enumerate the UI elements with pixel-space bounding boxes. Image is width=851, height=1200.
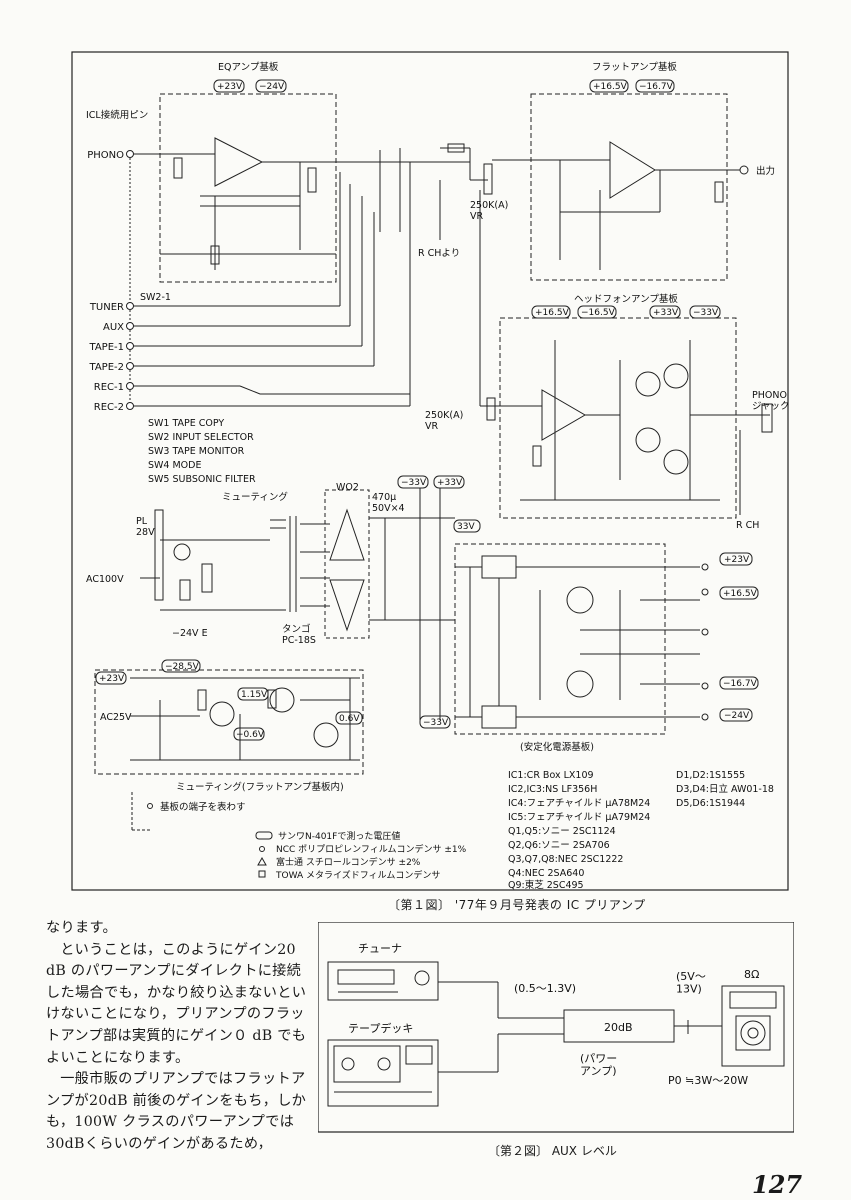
aux-level-diagram: チューナ テープデッキ (0.5～1.3V) 20dB (パワーアンプ) (5V… bbox=[318, 922, 794, 1133]
input-rec2: REC-2 bbox=[94, 402, 124, 413]
ic-list-4: Q1,Q5:ソニー 2SC1124 bbox=[508, 826, 616, 837]
out-p23: +23V bbox=[724, 555, 750, 565]
hp-board-label: ヘッドフォンアンプ基板 bbox=[574, 293, 678, 305]
paragraph-3: 一般市販のプリアンプではフラットアンプが20dB 前後のゲインをもち，しかも，1… bbox=[46, 1071, 307, 1152]
ic-list-5: Q2,Q6:ソニー 2SA706 bbox=[508, 840, 610, 851]
legend-ncc: NCC ポリプロピレンフィルムコンデンサ ±1% bbox=[276, 843, 467, 855]
tuner-label: チューナ bbox=[358, 942, 402, 955]
schematic-figure: EQアンプ基板 フラットアンプ基板 ヘッドフォンアンプ基板 ICL接続用ピン S… bbox=[71, 51, 790, 891]
diode-list-0: D1,D2:1S1555 bbox=[676, 770, 745, 781]
sw-legend-2: SW2 INPUT SELECTOR bbox=[148, 432, 254, 443]
ic-list-0: IC1:CR Box LX109 bbox=[508, 770, 594, 781]
v-p165-hp: +16.5V bbox=[535, 308, 570, 318]
input-tape1: TAPE-1 bbox=[89, 342, 125, 353]
reg-board-label: (安定化電源基板) bbox=[520, 741, 594, 753]
paragraph-1: なります。 bbox=[46, 920, 118, 936]
sw-legend-4: SW4 MODE bbox=[148, 460, 201, 471]
v-p23-mute: +23V bbox=[99, 674, 125, 684]
rch-label: R CH bbox=[736, 520, 759, 531]
tape-deck-box bbox=[327, 1039, 439, 1107]
power-label: P0 ≒3W～20W bbox=[668, 1074, 748, 1087]
legend-voltage: サンワN-401Fで測った電圧値 bbox=[278, 830, 400, 842]
legend-towa: TOWA メタライズドフィルムコンデンサ bbox=[275, 869, 440, 881]
out-m24: −24V bbox=[724, 711, 750, 721]
body-text: なります。 ということは，このようにゲイン20 dB のパワーアンプにダイレクト… bbox=[46, 918, 308, 1156]
terminal-note: 基板の端子を表わす bbox=[160, 801, 246, 813]
ic-list-2: IC4:フェアチャイルド μA78M24 bbox=[508, 798, 650, 809]
ic-list-8: Q9:東芝 2SC495 bbox=[508, 879, 584, 891]
figure1-caption: 〔第１図〕 '77年９月号発表の IC プリアンプ bbox=[388, 898, 646, 912]
out-p165: +16.5V bbox=[723, 589, 758, 599]
ac25-label: AC25V bbox=[100, 712, 132, 723]
v-m33-hp: −33V bbox=[693, 308, 719, 318]
diode-list-1: D3,D4:日立 AW01-18 bbox=[676, 783, 774, 795]
v-06-mute: 0.6V bbox=[339, 714, 360, 724]
flat-board-label: フラットアンプ基板 bbox=[592, 61, 677, 73]
v-p33-hp: +33V bbox=[653, 308, 679, 318]
page-number: 127 bbox=[752, 1170, 803, 1199]
ic-list-6: Q3,Q7,Q8:NEC 2SC1222 bbox=[508, 854, 623, 865]
input-level-label: (0.5～1.3V) bbox=[514, 982, 576, 995]
power-amp-label: (パワーアンプ) bbox=[580, 1052, 617, 1078]
v-m165-hp: −16.5V bbox=[581, 308, 616, 318]
sw-legend-5: SW5 SUBSONIC FILTER bbox=[148, 474, 256, 485]
figure2-caption: 〔第２図〕 AUX レベル bbox=[488, 1144, 617, 1158]
icl-pin-label: ICL接続用ピン bbox=[86, 109, 148, 121]
rch-from-label: R CHより bbox=[418, 248, 460, 259]
input-phono: PHONO bbox=[87, 150, 124, 161]
sw21-label: SW2-1 bbox=[140, 292, 171, 303]
m24e-label: −24V E bbox=[172, 628, 208, 639]
v-m33-low: −33V bbox=[423, 718, 449, 728]
vr-hp-label: 250K(A)VR bbox=[425, 410, 463, 432]
paragraph-2: ということは，このようにゲイン20 dB のパワーアンプにダイレクトに接続した場… bbox=[46, 941, 307, 1066]
sw-legend-3: SW3 TAPE MONITOR bbox=[148, 446, 245, 457]
tape-deck-label: テープデッキ bbox=[348, 1021, 413, 1035]
v-m33-ps: −33V bbox=[401, 478, 427, 488]
v-p23-eq: +23V bbox=[217, 82, 243, 92]
eq-board-label: EQアンプ基板 bbox=[218, 61, 279, 73]
gain-label: 20dB bbox=[604, 1021, 633, 1034]
sw-legend-1: SW1 TAPE COPY bbox=[148, 418, 224, 429]
output-level-label: (5V～13V) bbox=[676, 970, 706, 996]
diode-list-2: D5,D6:1S1944 bbox=[676, 798, 745, 809]
tuner-box bbox=[327, 961, 439, 1001]
input-aux: AUX bbox=[103, 322, 124, 333]
impedance-label: 8Ω bbox=[744, 968, 759, 981]
input-tape2: TAPE-2 bbox=[89, 362, 125, 373]
v-p165-flat: +16.5V bbox=[593, 82, 628, 92]
speaker-box bbox=[721, 985, 785, 1067]
legend-fujitsu: 富士通 スチロールコンデンサ ±2% bbox=[276, 856, 421, 868]
wo2-label: WO2 bbox=[336, 482, 359, 493]
muting-label: ミューティング bbox=[222, 491, 288, 503]
v-115-mute: 1.15V bbox=[241, 690, 268, 700]
input-rec1: REC-1 bbox=[94, 382, 124, 393]
output-label: 出力 bbox=[756, 165, 775, 177]
ac100-label: AC100V bbox=[86, 574, 124, 585]
v-m285-mute: −28.5V bbox=[165, 662, 200, 672]
muting-board-label: ミューティング(フラットアンプ基板内) bbox=[176, 781, 344, 793]
v-m24-eq: −24V bbox=[259, 82, 285, 92]
ic-list-3: IC5:フェアチャイルド μA79M24 bbox=[508, 812, 650, 823]
out-m167: −16.7V bbox=[723, 679, 758, 689]
ic-list-1: IC2,IC3:NS LF356H bbox=[508, 784, 597, 795]
v-p33-ps: +33V bbox=[437, 478, 463, 488]
v-m06-mute: −0.6V bbox=[236, 730, 265, 740]
vr-flat-label: 250K(A)VR bbox=[470, 200, 508, 222]
v-m167-flat: −16.7V bbox=[639, 82, 674, 92]
input-tuner: TUNER bbox=[89, 302, 124, 313]
ic-list-7: Q4:NEC 2SA640 bbox=[508, 868, 584, 879]
v-33-ps: 33V bbox=[457, 522, 475, 532]
